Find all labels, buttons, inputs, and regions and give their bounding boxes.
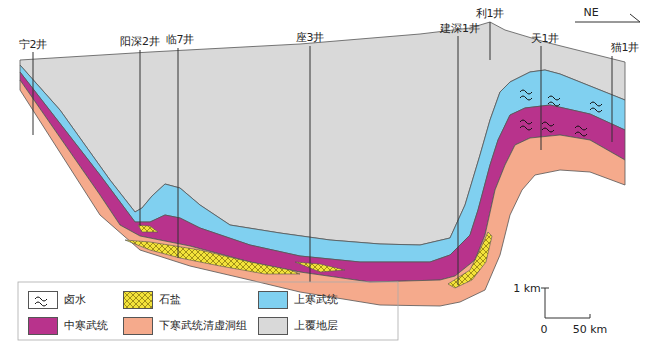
scale-label: 1 km [513,283,541,295]
legend-text: 上覆地层 [294,320,338,332]
well-name: 座3井 [296,32,325,44]
salt-lens [125,240,300,274]
legend-text: 下寒武统清虚洞组 [159,320,247,332]
well-name: 天1井 [531,33,560,45]
legend-frame [18,282,398,340]
middle-cambrian-layer [20,72,625,282]
well-name: 利1井 [476,8,505,20]
legend-swatch [123,317,153,335]
well-name: 建深1井 [440,23,480,35]
well-name: 宁2井 [19,39,48,51]
lower-cambrian-layer [20,80,625,306]
legend-swatch [258,317,288,335]
legend-text: 中寒武统 [64,320,108,332]
legend-swatch [28,317,58,335]
legend-text: 石盐 [159,294,181,306]
legend-swatch [28,291,58,309]
well-name: 临7井 [166,34,195,46]
legend-swatch [123,291,153,309]
well-name: 阳深2井 [120,36,160,48]
legend-text: 上寒武统 [294,294,338,306]
well-name: 猫1井 [611,42,640,54]
well-lines [33,22,612,285]
scale-label: 50 km [573,324,608,336]
scale-bar [541,288,590,318]
legend-text: 卤水 [64,294,86,306]
brine-symbols [520,90,602,136]
legend-swatch [258,291,288,309]
direction-label: NE [583,7,598,19]
scale-label: 0 [541,324,548,336]
salt-lens [138,225,158,232]
salt-lens [448,232,492,288]
salt-lens [295,262,345,272]
